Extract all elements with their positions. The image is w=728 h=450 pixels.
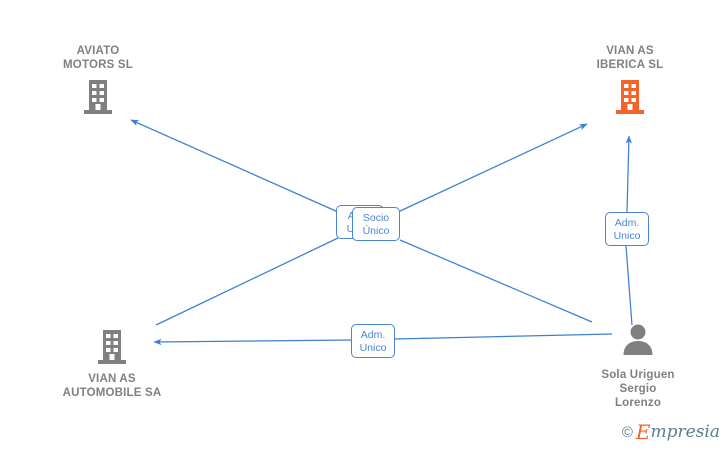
brand-name: mpresia <box>650 421 721 442</box>
edge-center-to-aviato <box>130 119 339 213</box>
edge-center-to-iberica <box>397 123 588 213</box>
node-label-vian-as-iberica: VIAN AS IBERICA SL <box>596 45 664 71</box>
building-icon <box>42 326 182 370</box>
node-label-aviato-motors: AVIATO MOTORS SL <box>63 45 133 71</box>
node-label-sola-uriguen: Sola Uriguen Sergio Lorenzo <box>601 369 675 409</box>
person-icon <box>568 322 708 366</box>
edge-center-to-person <box>399 239 593 323</box>
building-icon <box>28 76 168 120</box>
node-sola-uriguen[interactable]: Sola Uriguen Sergio Lorenzo <box>568 322 708 410</box>
edge-person-to-bottom-label <box>394 333 613 340</box>
copyright-icon: © <box>621 423 633 441</box>
node-label-vian-as-automobile: VIAN AS AUTOMOBILE SA <box>62 373 162 399</box>
edge-person-to-right-label <box>625 245 633 326</box>
edge-right-label-to-iberica <box>625 135 633 213</box>
node-vian-as-iberica[interactable]: VIAN AS IBERICA SL <box>560 44 700 120</box>
edge-label-adm-unico-bottom[interactable]: Adm. Unico <box>351 324 395 358</box>
watermark-empresia: © E mpresia <box>622 422 720 442</box>
edge-center-to-automobile <box>155 237 339 326</box>
node-aviato-motors[interactable]: AVIATO MOTORS SL <box>28 44 168 120</box>
edge-label-socio-unico-center[interactable]: Socio Único <box>352 207 400 241</box>
edge-bottom-label-to-automobile <box>153 338 352 346</box>
brand-initial: E <box>635 420 651 444</box>
building-icon <box>560 76 700 120</box>
edge-label-adm-unico-right[interactable]: Adm. Unico <box>605 212 649 246</box>
node-vian-as-automobile[interactable]: VIAN AS AUTOMOBILE SA <box>42 326 182 400</box>
